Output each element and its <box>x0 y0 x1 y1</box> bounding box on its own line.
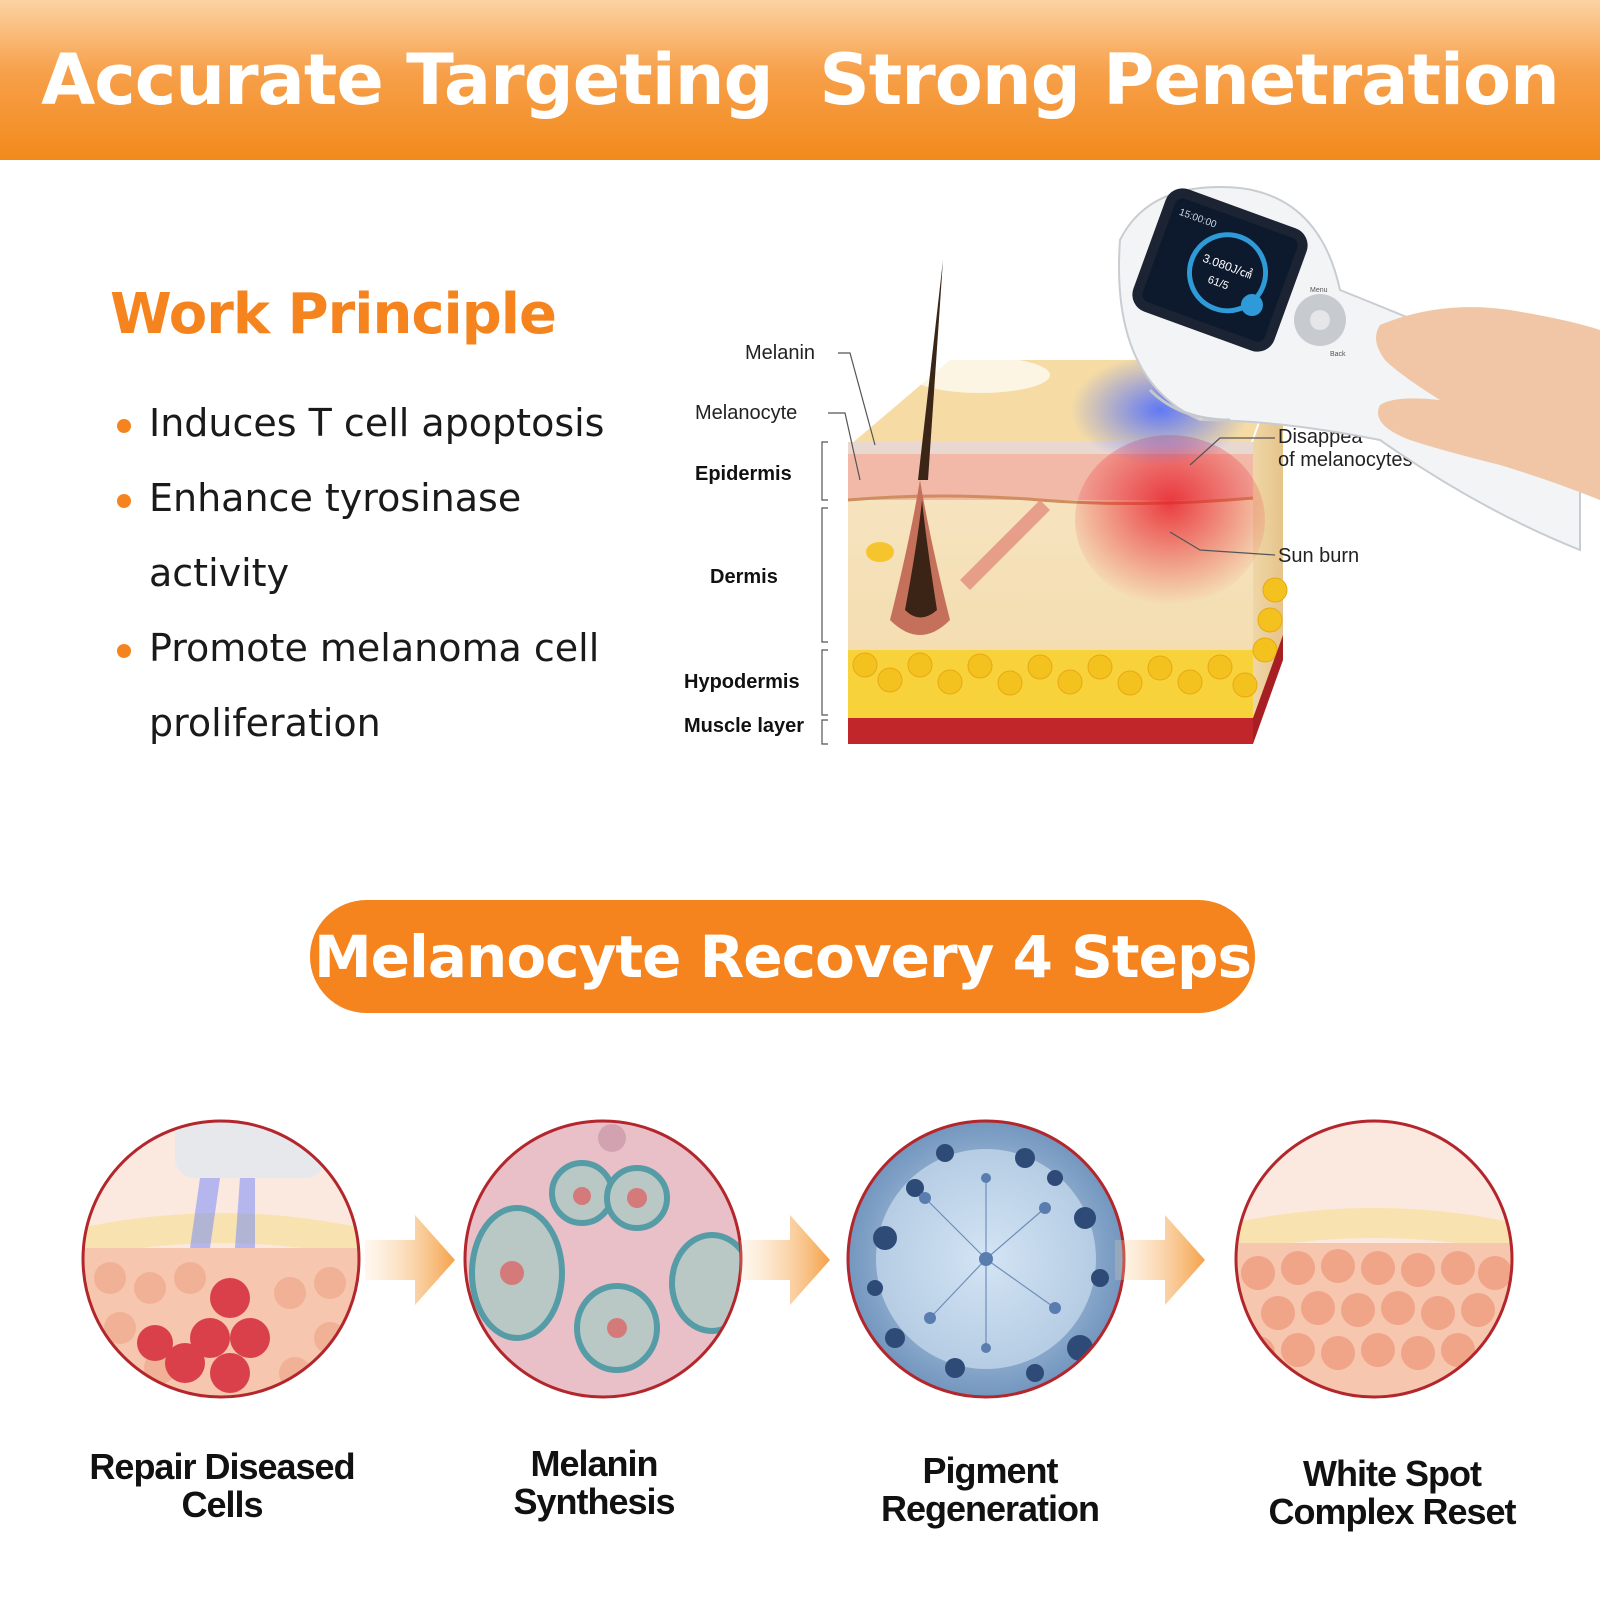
steps-title: Melanocyte Recovery 4 Steps <box>313 922 1252 991</box>
step-1-image <box>81 1119 361 1399</box>
label-muscle-layer: Muscle layer <box>684 715 804 737</box>
principle-list: Induces T cell apoptosis Enhance tyrosin… <box>115 386 635 761</box>
step-4-label: White Spot Complex Reset <box>1268 1453 1516 1532</box>
skin-layer-diagram: Melanin Melanocyte Epidermis Dermis Hypo… <box>684 186 1600 745</box>
muscle-layer <box>848 718 1253 744</box>
principle-item: Promote melanoma cell proliferation <box>115 611 635 761</box>
step-2-label: Melanin Synthesis <box>513 1443 675 1522</box>
page-title: Accurate Targeting Strong Penetration <box>41 39 1560 121</box>
principle-item: Enhance tyrosinase activity <box>115 461 635 611</box>
label-sun-burn: Sun burn <box>1278 545 1359 567</box>
label-hypodermis: Hypodermis <box>684 671 800 693</box>
label-melanin: Melanin <box>745 342 815 364</box>
step-1-label: Repair Diseased Cells <box>89 1446 355 1525</box>
bullet-dot-icon <box>117 419 131 433</box>
principle-text: Enhance tyrosinase activity <box>149 476 522 595</box>
device-back-label: Back <box>1330 351 1346 358</box>
work-principle-title: Work Principle <box>110 282 557 347</box>
principle-text: Promote melanoma cell proliferation <box>149 626 600 745</box>
arrow-right-icon <box>1115 1215 1205 1305</box>
header-banner: Accurate Targeting Strong Penetration <box>0 0 1600 160</box>
arrow-right-icon <box>365 1215 455 1305</box>
step-4-image <box>1234 1119 1514 1399</box>
bullet-dot-icon <box>117 644 131 658</box>
label-dermis: Dermis <box>710 566 778 588</box>
device-menu-label: Menu <box>1310 287 1328 294</box>
step-2-image <box>463 1119 743 1399</box>
bullet-dot-icon <box>117 494 131 508</box>
hand <box>1376 307 1600 500</box>
phototherapy-device: 15:00:00 3.080J/㎠ 61/5 Menu Back <box>1118 186 1600 552</box>
principle-text: Induces T cell apoptosis <box>149 401 605 445</box>
step-3-label: Pigment Regeneration <box>880 1450 1100 1529</box>
arrow-right-icon <box>740 1215 830 1305</box>
step-3-image <box>846 1119 1126 1399</box>
label-of-melanocytes: of melanocytes <box>1278 449 1413 471</box>
principle-item: Induces T cell apoptosis <box>115 386 635 461</box>
label-melanocyte: Melanocyte <box>695 402 797 424</box>
steps-title-pill: Melanocyte Recovery 4 Steps <box>310 900 1255 1013</box>
label-epidermis: Epidermis <box>695 463 792 485</box>
